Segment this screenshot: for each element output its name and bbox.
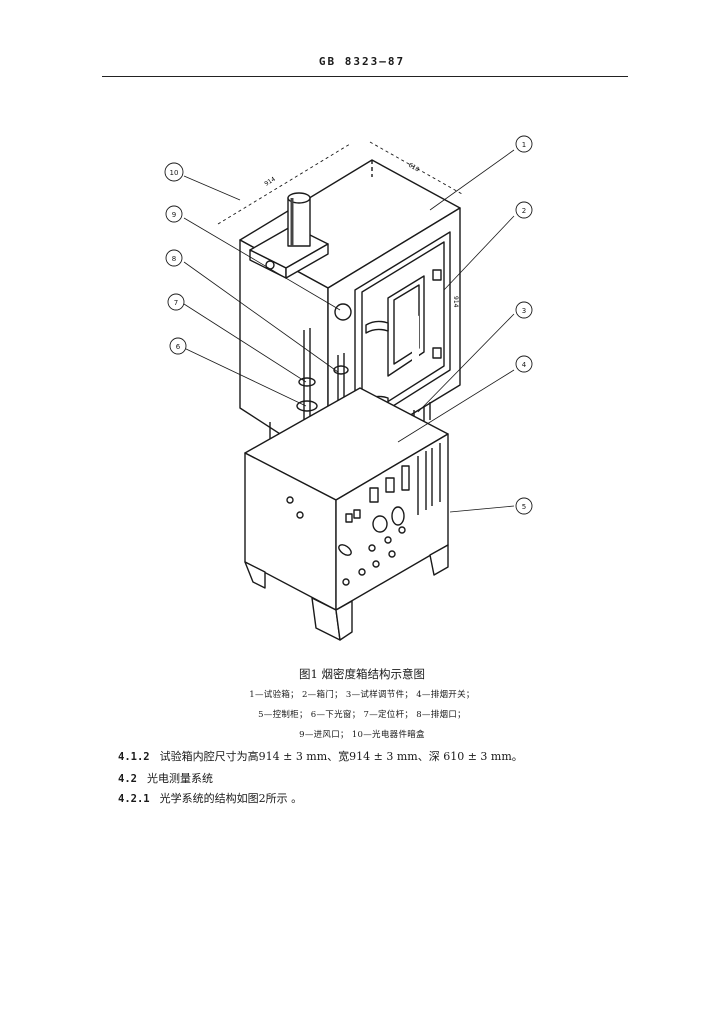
callout-markers [164,135,533,515]
section-number: 4.1.2 [118,751,150,763]
svg-text:8: 8 [172,255,176,263]
svg-text:10: 10 [170,169,179,177]
svg-text:3: 3 [522,307,526,315]
paragraph-text: 试验箱内腔尺寸为高914 ± 3 mm、宽914 ± 3 mm、深 610 ± … [159,750,523,763]
callout-5 [515,497,533,515]
figure-caption: 图1 烟密度箱结构示意图 [299,667,425,681]
svg-text:4: 4 [522,361,527,369]
header-rule [102,76,628,77]
figure-legend-line-3: 9—进风口； 10—光电器件暗盒 [299,730,425,740]
section-number: 4.2 [118,773,137,785]
dim-width-label: 914 [263,176,277,188]
dim-height-label: 914 [452,296,459,308]
svg-text:1: 1 [522,141,526,149]
section-number: 4.2.1 [118,793,150,805]
side-window [334,303,352,321]
callout-3 [515,301,533,319]
standard-number-header: GB 8323—87 [318,55,406,68]
smoke-chamber-figure: 914 610 914 10 9 8 7 6 1 2 3 4 5 [164,135,533,641]
figure-legend-line-1: 1—试验箱； 2—箱门； 3—试样调节件； 4—排烟开关； [249,690,475,700]
dim-depth-label: 610 [407,162,421,174]
callout-2 [515,201,533,219]
callout-6 [169,337,187,355]
callout-7 [167,293,185,311]
svg-text:5: 5 [522,503,526,511]
svg-text:2: 2 [522,207,526,215]
section-title: 光电测量系统 [146,772,213,785]
svg-text:6: 6 [176,343,181,351]
door-window [387,275,425,377]
paragraph-text: 光学系统的结构如图2所示 。 [159,792,303,805]
callout-1 [515,135,533,153]
paragraph-4-2-1: 4.2.1 光学系统的结构如图2所示 。 [118,790,302,806]
callout-4 [515,355,533,373]
figure-legend-line-2: 5—控制柜； 6—下光窗； 7—定位杆； 8—排烟口； [258,710,466,720]
callout-8 [165,249,183,267]
paragraph-4-1-2: 4.1.2 试验箱内腔尺寸为高914 ± 3 mm、宽914 ± 3 mm、深 6… [118,748,523,764]
svg-text:7: 7 [174,299,178,307]
heading-4-2: 4.2 光电测量系统 [118,770,213,786]
svg-text:9: 9 [172,211,176,219]
callout-10 [164,162,184,182]
callout-9 [165,205,183,223]
